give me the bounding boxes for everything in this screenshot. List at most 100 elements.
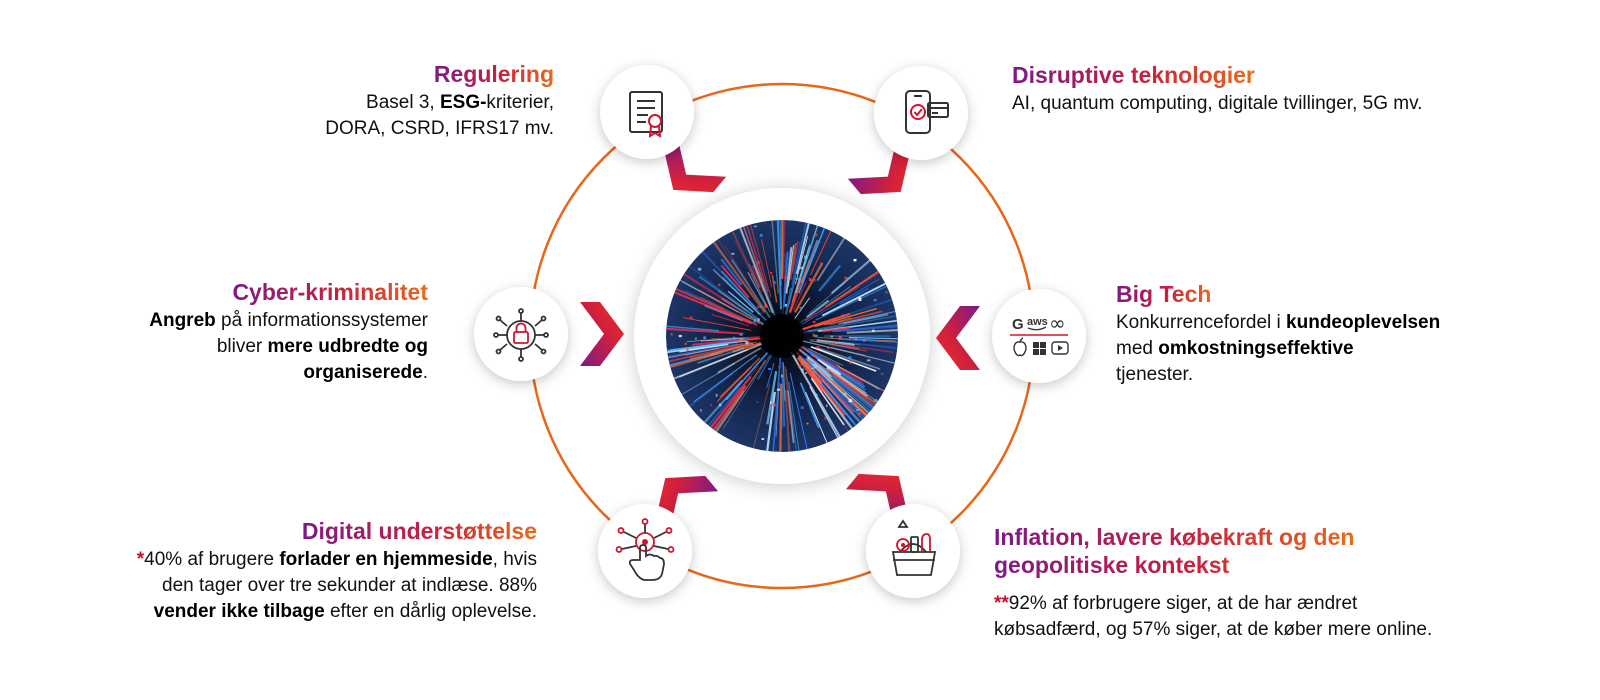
- burst-particle: [841, 314, 844, 317]
- burst-particle: [858, 297, 862, 301]
- chevron-arrow-mid-right: [936, 306, 980, 370]
- burst-ray: [832, 323, 898, 333]
- burst-ray: [676, 256, 752, 314]
- regulering-title: Regulering: [433, 61, 554, 87]
- burst-ray: [760, 391, 776, 452]
- burst-ray: [838, 341, 898, 350]
- burst-ray: [719, 357, 761, 398]
- burst-ray: [705, 365, 759, 433]
- burst-particle: [854, 338, 857, 341]
- burst-ray: [798, 220, 841, 294]
- burst-particle: [769, 272, 773, 275]
- burst-ray: [837, 338, 898, 344]
- cyber-text: på informationssystemer: [215, 310, 428, 331]
- burst-ray: [732, 342, 761, 353]
- burst-ray: [839, 287, 870, 305]
- cyber-text: bliver: [216, 336, 268, 357]
- burst-ray: [794, 262, 824, 313]
- shopping-basket-icon: [891, 519, 937, 576]
- burst-particle: [808, 278, 812, 282]
- burst-particle: [804, 255, 808, 259]
- burst-ray: [813, 363, 878, 421]
- icon-circle-cyber: [474, 287, 568, 381]
- burst-ray: [784, 366, 792, 425]
- burst-ray: [819, 286, 860, 313]
- burst-particle: [825, 404, 828, 408]
- cyber-bold: organiserede: [303, 362, 423, 383]
- regulering-text: Basel 3,: [366, 92, 440, 113]
- burst-particle: [855, 408, 860, 412]
- burst-ray: [666, 283, 758, 326]
- burst-ray: [837, 323, 898, 333]
- burst-particle: [848, 399, 852, 403]
- digital-line-2: den tager over tre sekunder at indlæse. …: [162, 575, 537, 596]
- burst-particle: [824, 416, 827, 420]
- burst-particle: [768, 368, 772, 370]
- burst-ray: [697, 347, 745, 364]
- digital-data-burst-image: [666, 220, 898, 452]
- burst-ray: [788, 222, 809, 305]
- burst-ray: [783, 251, 789, 308]
- digital-bold: vender ikke tilbage: [153, 601, 325, 622]
- regulering-line-1: Basel 3, ESG-kriterier,: [234, 90, 554, 116]
- burst-ray: [794, 235, 809, 285]
- burst-ray: [698, 289, 761, 325]
- burst-particle: [770, 401, 772, 404]
- burst-particle: [784, 303, 788, 307]
- burst-ray: [816, 339, 855, 347]
- burst-particle: [784, 276, 787, 280]
- disruptive-title: Disruptive teknologier: [1012, 62, 1255, 88]
- burst-particle: [799, 266, 803, 270]
- burst-ray: [768, 220, 780, 294]
- burst-ray: [817, 358, 842, 376]
- burst-ray: [779, 220, 782, 287]
- cyber-line-3: organiserede.: [48, 360, 428, 386]
- burst-particle: [757, 261, 760, 265]
- burst-ray: [693, 354, 758, 402]
- burst-ray: [721, 270, 758, 310]
- burst-ray: [757, 352, 774, 380]
- burst-particle: [731, 252, 735, 255]
- burst-ray: [775, 382, 780, 437]
- disruptive-line-1: AI, quantum computing, digitale tvilling…: [1012, 93, 1423, 114]
- burst-particle: [829, 320, 833, 323]
- burst-ray: [782, 374, 786, 427]
- digital-text: efter en dårlig oplevelse.: [324, 601, 537, 622]
- burst-particle: [795, 278, 799, 280]
- burst-ray: [666, 341, 753, 365]
- burst-particle: [866, 359, 871, 362]
- burst-particle: [812, 333, 815, 337]
- burst-ray: [666, 341, 751, 364]
- cyber-lock-circuit-icon: [493, 308, 549, 362]
- inflation-title-line-1: Inflation, lavere købekraft og den: [994, 524, 1355, 550]
- burst-ray: [821, 280, 890, 317]
- burst-ray: [712, 220, 760, 288]
- burst-ray: [803, 314, 898, 333]
- burst-ray: [727, 290, 754, 313]
- burst-particle: [684, 342, 687, 345]
- burst-ray: [799, 382, 820, 429]
- burst-particle: [853, 258, 857, 262]
- apple-logo-icon: [1013, 337, 1027, 357]
- burst-ray: [712, 268, 761, 316]
- burst-particle: [764, 304, 768, 308]
- burst-ray: [698, 275, 761, 321]
- inflation-title-line-2: geopolitiske kontekst: [994, 552, 1230, 578]
- burst-ray: [797, 355, 823, 385]
- digital-text: 40% af brugere: [144, 549, 280, 570]
- burst-particle: [871, 329, 875, 332]
- burst-ray: [792, 281, 807, 312]
- burst-ray: [810, 346, 877, 372]
- burst-particle: [874, 399, 878, 402]
- burst-particle: [678, 334, 682, 338]
- burst-ray: [799, 355, 866, 428]
- burst-particle: [757, 318, 760, 322]
- burst-ray: [789, 259, 811, 314]
- burst-particle: [715, 393, 718, 397]
- burst-particle: [689, 316, 693, 320]
- burst-ray: [841, 319, 867, 325]
- burst-ray: [720, 258, 743, 286]
- meta-logo-icon: ∞: [1049, 311, 1066, 335]
- digital-block: Digital understøttelse *40% af brugere f…: [57, 517, 537, 625]
- burst-ray: [801, 340, 898, 368]
